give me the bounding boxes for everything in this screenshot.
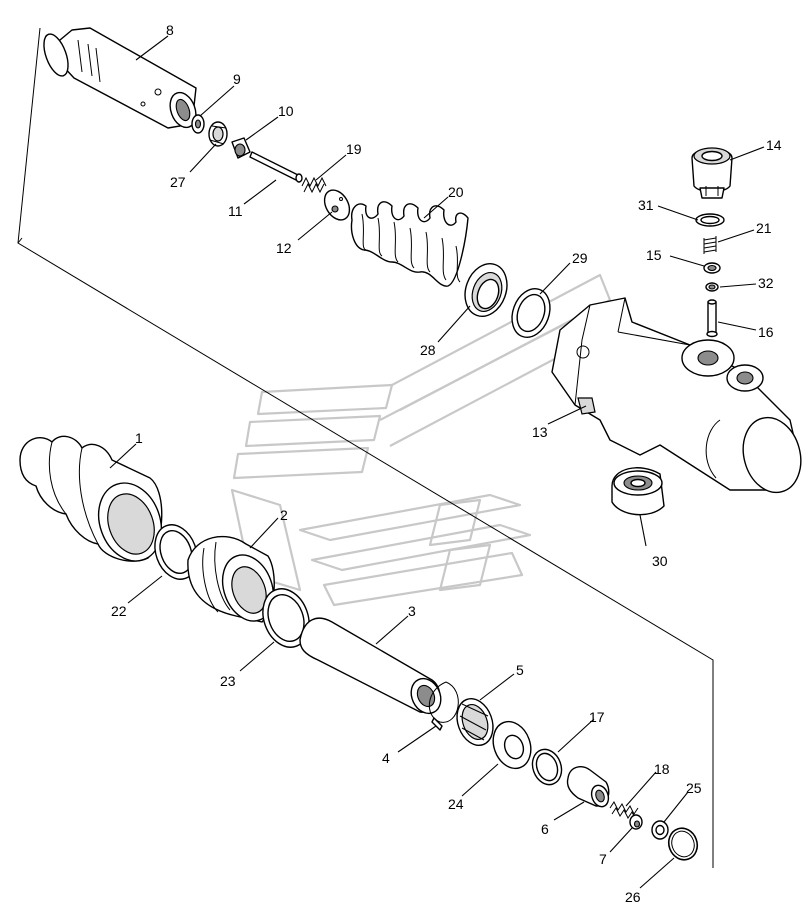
part-4: [428, 681, 459, 731]
part-9: [191, 114, 205, 134]
part-10: [231, 137, 251, 159]
part-8: [43, 27, 197, 129]
part-25: [651, 820, 669, 840]
assembly-frame: [17, 27, 714, 868]
callout-31: 31: [638, 197, 654, 213]
part-15: [703, 262, 721, 274]
part-18: [609, 801, 639, 821]
callout-18: 18: [654, 761, 670, 777]
part-14: [691, 147, 733, 199]
callout-21: 21: [756, 220, 772, 236]
callout-20: 20: [448, 184, 464, 200]
callout-16: 16: [758, 324, 774, 340]
callout-32: 32: [758, 275, 774, 291]
part-19: [301, 176, 327, 194]
watermark-logo: [230, 273, 612, 607]
part-31: [695, 213, 725, 227]
part-1: [19, 435, 163, 562]
part-5: [456, 698, 494, 746]
callout-22: 22: [111, 603, 127, 619]
part-32: [705, 282, 719, 292]
part-30: [611, 467, 665, 516]
part-20: [350, 201, 469, 287]
callout-27: 27: [170, 174, 186, 190]
part-24: [492, 720, 532, 770]
callout-1: 1: [135, 430, 143, 446]
callout-7: 7: [599, 851, 607, 867]
part-3: [299, 617, 442, 715]
callout-8: 8: [166, 22, 174, 38]
callout-26: 26: [625, 889, 641, 905]
part-21: [703, 236, 717, 254]
callout-24: 24: [448, 796, 464, 812]
callout-5: 5: [516, 662, 524, 678]
callout-9: 9: [233, 71, 241, 87]
callout-labels: 1 2 3 4 5 6 7 8 9 10 11 12 13 14 15 16 1…: [111, 22, 782, 905]
part-17: [531, 748, 563, 786]
part-6: [566, 766, 610, 808]
part-7: [629, 814, 643, 830]
part-23: [262, 588, 310, 648]
callout-30: 30: [652, 553, 668, 569]
part-26: [667, 827, 699, 861]
part-27: [208, 121, 228, 147]
part-22: [154, 524, 198, 580]
callout-25: 25: [686, 780, 702, 796]
callout-28: 28: [420, 342, 436, 358]
part-28: [464, 263, 508, 317]
part-16: [706, 299, 718, 338]
callout-29: 29: [572, 250, 588, 266]
callout-15: 15: [646, 247, 662, 263]
callout-23: 23: [220, 673, 236, 689]
callout-12: 12: [276, 240, 292, 256]
part-29: [511, 288, 551, 338]
leader-lines: [109, 35, 765, 889]
callout-3: 3: [408, 603, 416, 619]
callout-11: 11: [228, 203, 243, 219]
part-13: [551, 297, 802, 494]
callout-14: 14: [766, 137, 782, 153]
callout-2: 2: [280, 507, 288, 523]
callout-19: 19: [346, 141, 362, 157]
part-11: [249, 151, 303, 183]
callout-4: 4: [382, 750, 390, 766]
callout-13: 13: [532, 424, 548, 440]
part-2: [187, 535, 275, 623]
callout-6: 6: [541, 821, 549, 837]
callout-17: 17: [589, 709, 605, 725]
callout-10: 10: [278, 103, 294, 119]
